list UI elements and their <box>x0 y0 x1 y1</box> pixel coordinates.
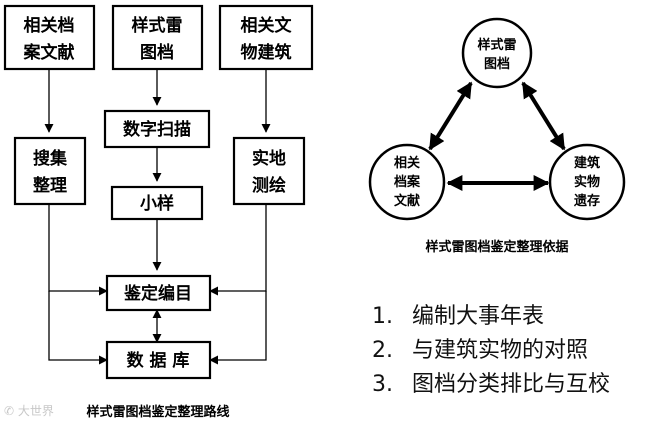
list-item: 1. 编制大事年表 <box>372 300 610 334</box>
box-survey-line2: 测绘 <box>252 175 286 196</box>
circle-archives-line2: 档案 <box>394 174 421 190</box>
box-collect <box>13 136 87 206</box>
box-sample-label: 小样 <box>140 193 174 214</box>
box-digital-scan <box>103 109 211 149</box>
box-catalog-label: 鉴定编目 <box>123 283 192 304</box>
step-number: 1. <box>372 304 393 329</box>
box-related-buildings <box>218 4 314 71</box>
circle-buildings-line3: 遗存 <box>573 193 600 209</box>
step-number: 3. <box>372 372 393 397</box>
circle-buildings-line1: 建筑 <box>574 155 600 171</box>
step-number: 2. <box>372 338 393 363</box>
arrow-collect-to-database <box>48 291 108 365</box>
arrow-collect-to-catalog <box>48 204 108 296</box>
step-text: 与建筑实物的对照 <box>412 338 589 363</box>
box-database <box>105 340 212 380</box>
circle-archives-line1: 相关 <box>394 155 420 171</box>
box-collect-line1: 搜集 <box>33 148 68 169</box>
list-item: 2. 与建筑实物的对照 <box>372 334 610 368</box>
step-text: 图档分类排比与互校 <box>412 372 611 397</box>
circle-archives <box>368 143 446 221</box>
box-yangshilei-drawings-line1: 样式雷 <box>132 15 183 36</box>
watermark-icon: ✆ <box>4 404 18 418</box>
box-related-archives <box>3 4 96 71</box>
right-caption: 样式雷图档鉴定整理依据 <box>425 239 568 255</box>
box-survey-line1: 实地 <box>252 148 286 169</box>
arrow-survey-to-catalog <box>209 204 267 296</box>
box-collect-line2: 整理 <box>33 175 67 196</box>
box-sample <box>110 185 204 221</box>
box-catalog <box>105 274 212 312</box>
circle-archives-line3: 文献 <box>394 193 420 209</box>
step-text: 编制大事年表 <box>412 304 545 329</box>
box-survey <box>232 136 306 206</box>
circle-buildings <box>548 143 626 221</box>
left-caption: 样式雷图档鉴定整理路线 <box>86 404 229 420</box>
arrow-survey-to-database <box>209 291 267 365</box>
box-related-archives-line2: 案文献 <box>23 42 75 63</box>
box-related-buildings-line2: 物建筑 <box>241 42 292 63</box>
box-related-buildings-line1: 相关文 <box>241 15 293 36</box>
box-digital-scan-label: 数字扫描 <box>123 119 191 140</box>
flowchart: 相关档 案文献 样式雷 图档 相关文 物建筑 数字扫描 搜集 整理 实地 测绘 … <box>3 4 314 420</box>
basis-steps-list: 1. 编制大事年表 2. 与建筑实物的对照 3. 图档分类排比与互校 <box>372 300 610 402</box>
box-related-archives-line1: 相关档 <box>24 15 75 36</box>
box-yangshilei-drawings <box>111 4 204 71</box>
list-item: 3. 图档分类排比与互校 <box>372 368 610 402</box>
triangle-diagram: 样式雷 图档 相关 档案 文献 建筑 实物 遗存 样式雷图档鉴定整理依据 <box>368 17 626 255</box>
circle-drawings-line2: 图档 <box>484 56 510 72</box>
watermark: ✆ 大世界 <box>4 402 54 419</box>
box-yangshilei-drawings-line2: 图档 <box>140 42 174 63</box>
circle-buildings-line2: 实物 <box>574 174 600 190</box>
circle-drawings-line1: 样式雷 <box>477 37 516 53</box>
circle-drawings <box>461 17 533 89</box>
watermark-text: 大世界 <box>17 404 54 418</box>
box-database-label: 数 据 库 <box>127 350 190 371</box>
arrow-drawings-archives <box>428 81 473 151</box>
arrow-drawings-buildings <box>521 81 566 151</box>
